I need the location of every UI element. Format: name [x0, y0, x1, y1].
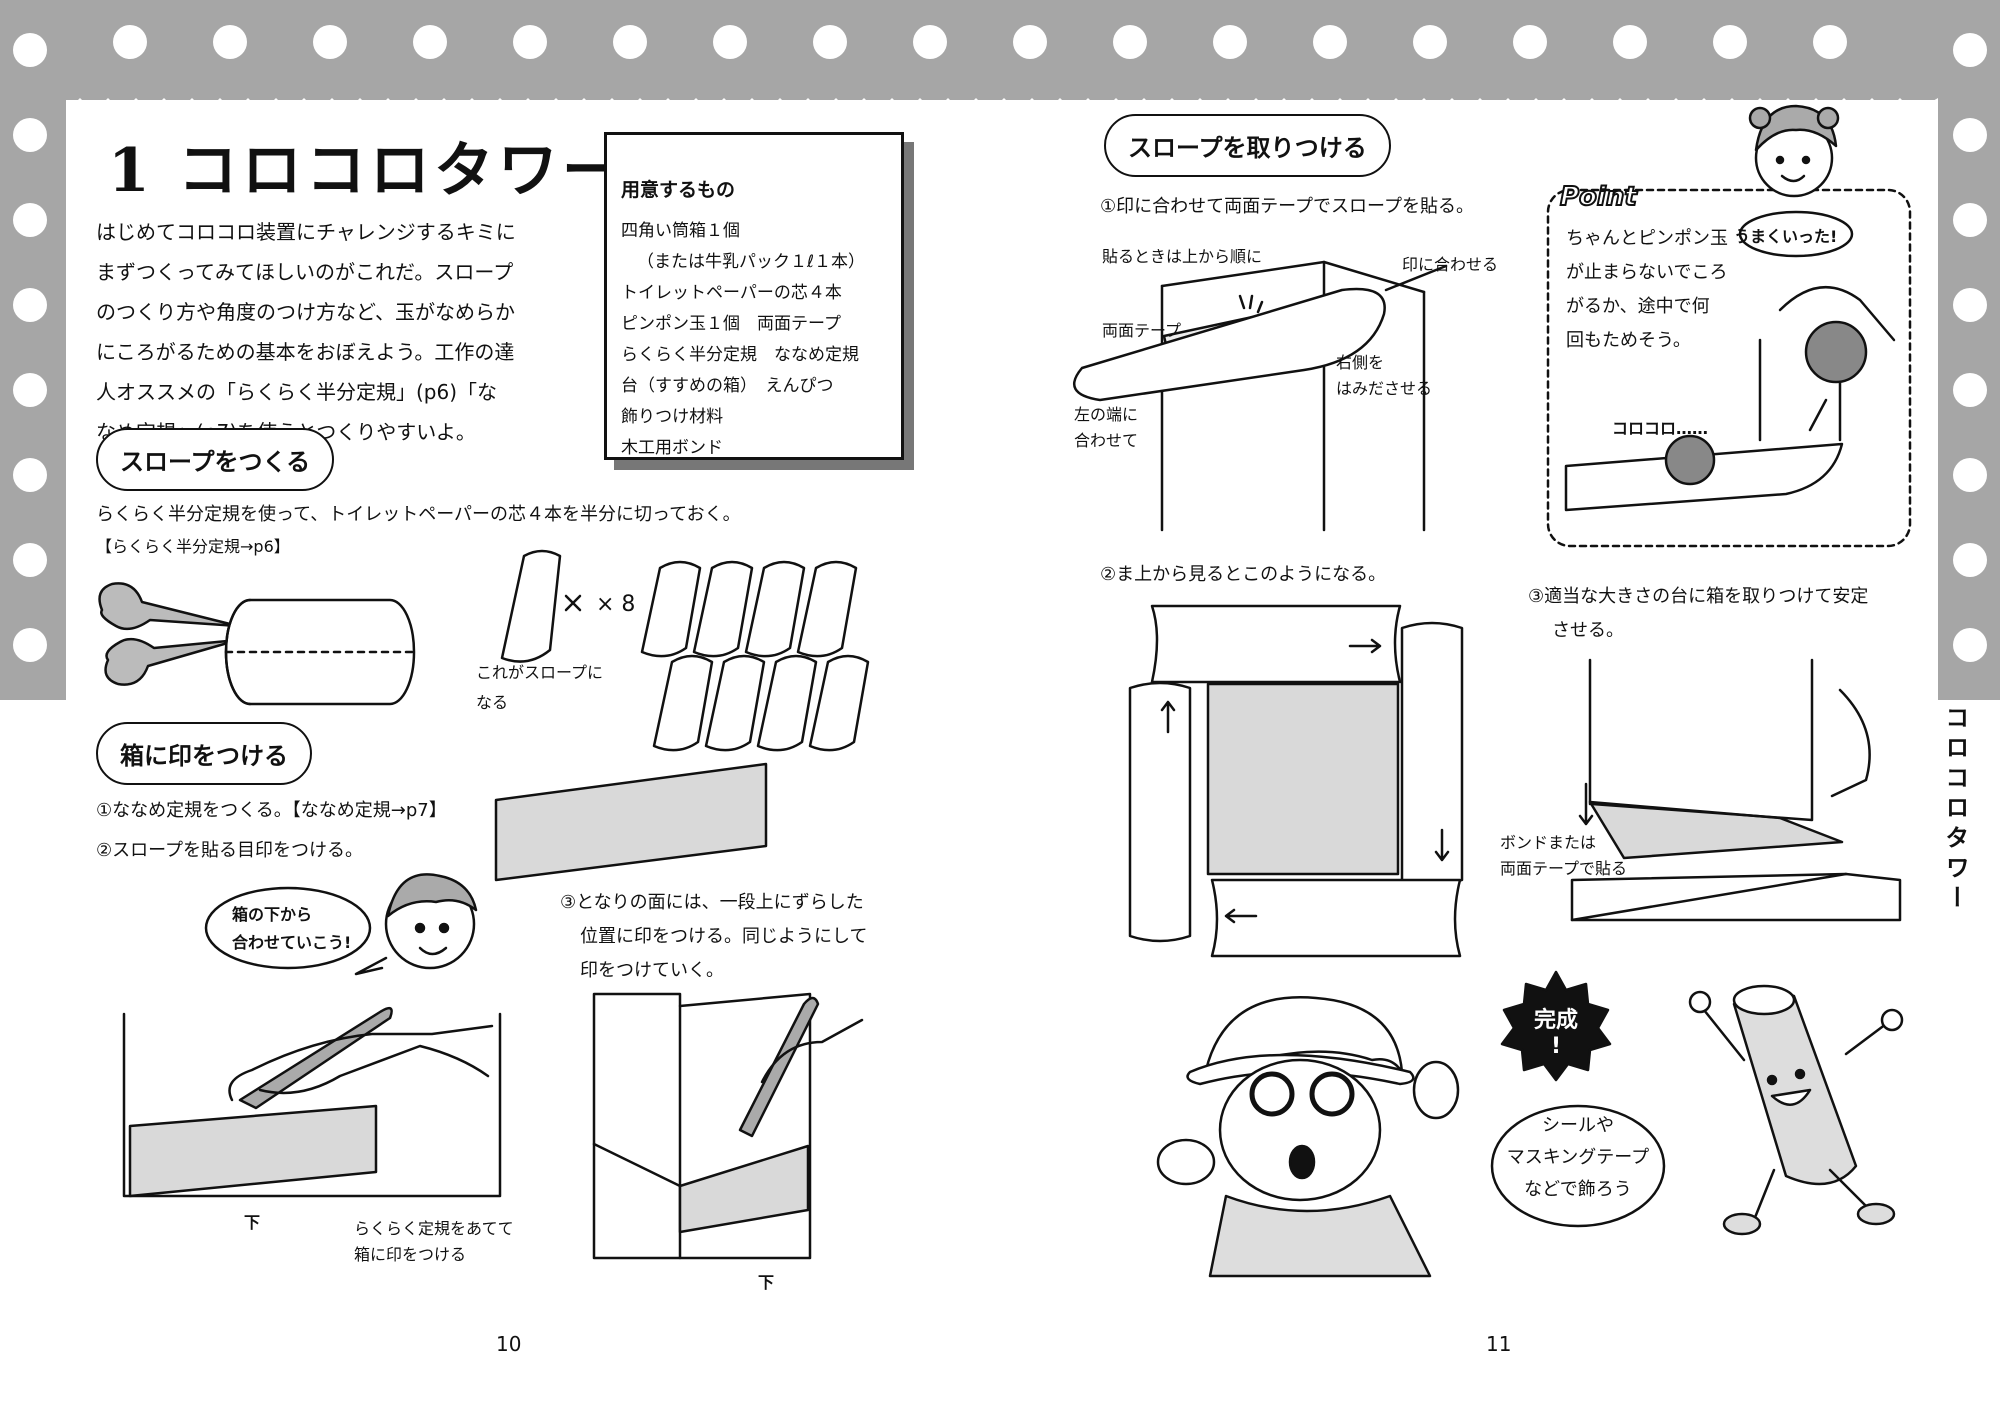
intro-line: のつくり方や角度のつけ方など、玉がなめらか	[96, 300, 515, 324]
intro-line: まずつくってみてほしいのがこれだ。スロープ	[96, 260, 514, 284]
girl-speech-bubble	[1738, 210, 1854, 258]
section-heading-slope: スロープをつくる	[96, 428, 335, 491]
complete-badge	[1500, 970, 1612, 1082]
page-number-right: 11	[1486, 1332, 1512, 1356]
supply-item: （または牛乳パック１ℓ１本）	[637, 252, 866, 272]
order-note: 貼るときは上から順に	[1102, 247, 1263, 266]
supply-item: らくらく半分定規 ななめ定規	[621, 345, 859, 365]
under-label: 下	[244, 1213, 261, 1232]
page-number-left: 10	[496, 1332, 522, 1356]
base-illustration	[1570, 658, 1902, 922]
title-number: 1	[108, 136, 154, 206]
box-marking-illustration-2	[592, 992, 864, 1260]
box-marking-illustration-1	[122, 1006, 502, 1198]
supply-item: 台（すすめの箱） えんぴつ	[621, 376, 834, 396]
girl-bubble-text: うまくいった!	[1734, 227, 1838, 246]
right-side-label-1: 右側を	[1336, 353, 1385, 372]
left-band	[0, 0, 66, 700]
times-eight-label: × 8	[596, 592, 636, 617]
right-band	[1938, 0, 2000, 700]
slope-caption-1: これがスロープに	[476, 663, 604, 682]
deco-speech-bubble	[1490, 1104, 1666, 1228]
old-man-character	[1156, 996, 1460, 1278]
complete-badge-line: !	[1550, 1034, 1562, 1059]
supply-item: 飾りつけ材料	[621, 407, 724, 427]
section1-text: らくらく半分定規を使って、トイレットペーパーの芯４本を半分に切っておく。	[96, 504, 741, 525]
point-text-1: ちゃんとピンポン玉	[1566, 228, 1728, 249]
section-heading-attach: スロープを取りつける	[1104, 114, 1391, 177]
point-box	[1546, 188, 1912, 548]
complete-badge-line: 完成	[1533, 1008, 1578, 1033]
point-label: Point	[1559, 181, 1638, 213]
top-view-illustration	[1128, 604, 1464, 958]
section2-step2: ②スロープを貼る目印をつける。	[96, 840, 364, 861]
intro-line: はじめてコロコロ装置にチャレンジするキミに	[96, 220, 516, 244]
point-text-2: が止まらないでころ	[1566, 262, 1728, 283]
marking-caption-1: らくらく定規をあてて	[354, 1219, 514, 1238]
section2-step3-line3: 印をつけていく。	[580, 960, 724, 981]
section3-step1: ①印に合わせて両面テープでスロープを貼る。	[1100, 196, 1474, 217]
intro-line: にころがるための基本をおぼえよう。工作の達	[96, 340, 515, 364]
point-slope-illustration	[1564, 285, 1896, 512]
deco-bubble-line: シールや	[1542, 1115, 1614, 1136]
deco-bubble-line: などで飾ろう	[1524, 1179, 1632, 1200]
zigzag-edge	[66, 98, 1938, 1412]
section1-ref: 【らくらく半分定規→p6】	[96, 537, 290, 556]
intro-line: 人オススメの「らくらく半分定規」(p6)「な	[96, 380, 498, 404]
right-side-label-2: はみださせる	[1336, 379, 1433, 398]
section2-step1: ①ななめ定規をつくる。【ななめ定規→p7】	[96, 800, 447, 821]
section2-step3-line2: 位置に印をつける。同じようにして	[580, 926, 868, 947]
left-edge-label-1: 左の端に	[1074, 405, 1139, 424]
section-heading-mark: 箱に印をつける	[96, 722, 312, 785]
intro-paragraph: はじめてコロコロ装置にチャレンジするキミに まずつくってみてほしいのがこれだ。ス…	[96, 212, 536, 452]
slope-attach-illustration	[1072, 260, 1448, 532]
roll-sound-text: コロコロ……	[1612, 419, 1709, 438]
section3-step3-line2: させる。	[1552, 620, 1624, 641]
deco-bubble-line: マスキングテープ	[1506, 1147, 1650, 1168]
section2-step3-line1: ③となりの面には、一段上にずらした	[560, 892, 864, 913]
deco-bubble-text: シールや マスキングテープ などで飾ろう	[1496, 1110, 1660, 1206]
supplies-box: 用意するもの 四角い筒箱１個 （または牛乳パック１ℓ１本） トイレットペーパーの…	[604, 132, 904, 460]
supplies-heading: 用意するもの	[621, 179, 736, 201]
section3-step2: ②ま上から見るとこのようになる。	[1100, 564, 1387, 585]
mark-label: 印に合わせる	[1402, 255, 1499, 274]
slope-pieces	[640, 560, 870, 752]
band-dots	[13, 25, 1987, 662]
bubble-line-2: 合わせていこう!	[232, 933, 352, 952]
supply-item: ピンポン玉１個 両面テープ	[621, 314, 841, 334]
point-text-4: 回もためそう。	[1566, 330, 1691, 351]
supply-item: トイレットペーパーの芯４本	[621, 283, 842, 303]
section3-step3-line1: ③適当な大きさの台に箱を取りつけて安定	[1528, 586, 1869, 607]
page-title: 1 コロコロタワー	[108, 122, 626, 209]
paper-tube	[224, 598, 416, 706]
slant-ruler	[494, 762, 768, 882]
tube-character	[1688, 984, 1904, 1236]
slope-caption-2: なる	[476, 693, 509, 712]
girl-character	[1748, 104, 1840, 198]
supply-item: 四角い筒箱１個	[621, 221, 740, 241]
tape-label: 両面テープ	[1102, 321, 1182, 340]
bubble-line-1: 箱の下から	[232, 905, 313, 924]
supply-item: 木工用ボンド	[621, 438, 723, 458]
speech-bubble	[204, 886, 372, 970]
boy-character	[354, 873, 478, 976]
side-title: コロコロタワー	[1941, 705, 1969, 915]
bond-label-2: 両面テープで貼る	[1500, 859, 1628, 878]
left-edge-label-2: 合わせて	[1074, 431, 1139, 450]
complete-badge-text: 完成 !	[1530, 1002, 1582, 1059]
times-mark	[564, 594, 582, 612]
point-text-3: がるか、途中で何	[1566, 296, 1710, 317]
marking-caption-2: 箱に印をつける	[354, 1245, 467, 1264]
under-label: 下	[758, 1273, 775, 1292]
title-text: コロコロタワー	[177, 136, 626, 206]
bond-label-1: ボンドまたは	[1500, 833, 1597, 852]
half-tube	[500, 549, 562, 663]
top-band	[0, 0, 2000, 100]
